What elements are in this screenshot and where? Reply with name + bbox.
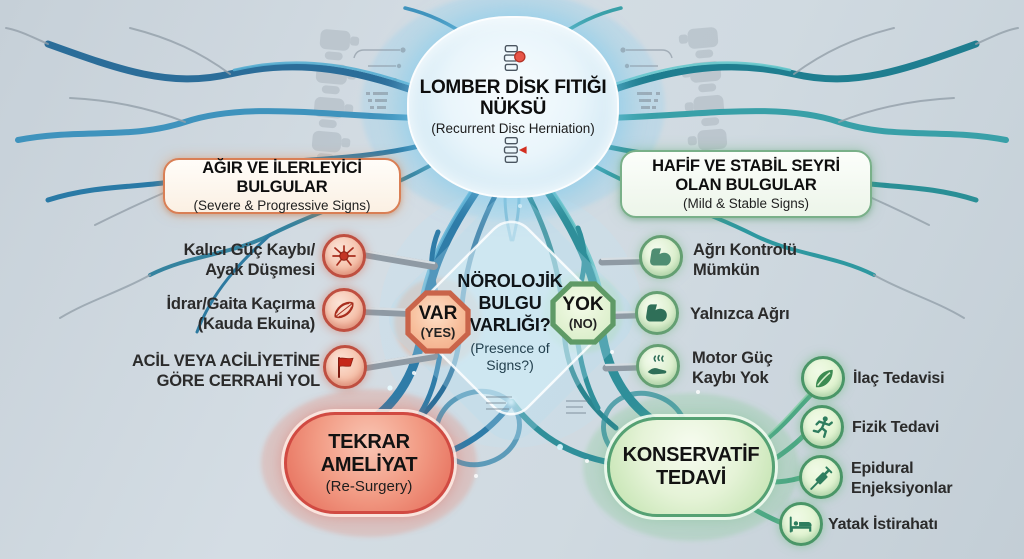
mild-signs-header: HAFİF VE STABİL SEYRİ OLAN BULGULAR (Mil… xyxy=(620,150,872,218)
spine-disc-icon xyxy=(498,44,528,78)
muscle-fiber-icon xyxy=(322,288,366,332)
mild-header-title: HAFİF VE STABİL SEYRİ xyxy=(652,156,840,175)
mild-header-subtitle: (Mild & Stable Signs) xyxy=(682,195,810,211)
treatment-epidural: Epidural Enjeksiyonlar xyxy=(851,460,953,497)
severe-signs-header: AĞIR VE İLERLEYİCİ BULGULAR (Severe & Pr… xyxy=(163,158,401,214)
list-item-no-motor-loss: Motor Güç Kaybı Yok xyxy=(692,349,773,388)
root-node: LOMBER DİSK FITIĞI NÜKSÜ (Recurrent Disc… xyxy=(407,16,619,198)
root-title-2: NÜKSÜ xyxy=(479,97,547,119)
connector-rods xyxy=(360,249,646,372)
leaf-icon xyxy=(801,356,845,400)
root-subtitle: (Recurrent Disc Herniation) xyxy=(431,121,595,137)
list-item-incontinence: İdrar/Gaita Kaçırma (Kauda Ekuina) xyxy=(166,295,316,334)
treatment-bed-rest: Yatak İstirahatı xyxy=(828,516,938,533)
list-item-permanent-weakness: Kalıcı Güç Kaybı/ Ayak Düşmesi xyxy=(183,241,316,280)
runner-icon xyxy=(800,405,844,449)
neuron-icon xyxy=(322,234,366,278)
list-item-urgent-surgery: ACİL VEYA ACİLİYETİNE GÖRE CERRAHİ YOL xyxy=(131,352,320,391)
list-item-only-pain: Yalnızca Ağrı xyxy=(690,305,790,323)
mild-header-title-2: OLAN BULGULAR xyxy=(675,176,817,195)
biceps-icon xyxy=(639,235,683,279)
decision-diamond xyxy=(389,196,633,440)
treatment-physical-therapy: Fizik Tedavi xyxy=(852,419,940,436)
spine-arrow-icon xyxy=(498,136,528,170)
care-hand-icon xyxy=(636,344,680,388)
decision-yes-badge: VAR (YES) xyxy=(405,290,471,354)
treatment-medication: İlaç Tedavisi xyxy=(853,370,945,387)
decision-no-badge: YOK (NO) xyxy=(550,281,616,345)
yes-sublabel: (YES) xyxy=(420,325,456,340)
yes-label: VAR xyxy=(418,303,458,324)
readout-dashes xyxy=(486,396,588,414)
no-sublabel: (NO) xyxy=(568,316,598,331)
red-flag-icon xyxy=(323,345,367,389)
biceps-icon xyxy=(635,291,679,335)
root-title: LOMBER DİSK FITIĞI xyxy=(419,76,607,98)
no-label: YOK xyxy=(562,294,604,315)
conservative-treatment-node: KONSERVATİF TEDAVİ xyxy=(607,417,775,517)
bed-icon xyxy=(779,502,823,546)
re-surgery-node: TEKRAR AMELİYAT (Re-Surgery) xyxy=(284,412,454,514)
severe-header-subtitle: (Severe & Progressive Signs) xyxy=(193,197,371,213)
syringe-icon xyxy=(799,455,843,499)
severe-header-title: AĞIR VE İLERLEYİCİ BULGULAR xyxy=(202,158,362,197)
list-item-pain-control: Ağrı Kontrolü Mümkün xyxy=(693,241,797,280)
